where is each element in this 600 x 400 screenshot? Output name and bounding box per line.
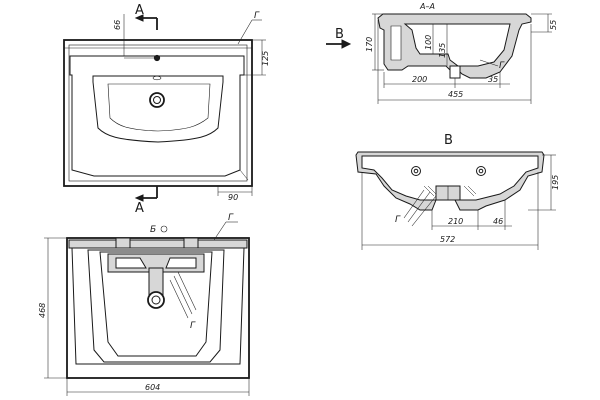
top-view-hatch: [239, 169, 249, 181]
top-view-deck: [69, 55, 245, 177]
section-view: А–А B 170 100 135 55 200 35: [326, 2, 558, 104]
surface-mark-front: Г: [395, 215, 401, 225]
leader-g-section: [479, 59, 499, 67]
front-hatch-4: [467, 185, 477, 195]
dim-35: 35: [488, 75, 498, 84]
leader-g-front-2: [407, 191, 431, 223]
leader-g-bottom-1: [169, 279, 189, 319]
front-hatch-1: [423, 185, 435, 197]
dim-90: 90: [228, 193, 238, 202]
front-view-hole-right-inner: [478, 168, 484, 174]
section-arrow-top: [134, 14, 144, 22]
view-mark-bottom: Б: [150, 225, 156, 235]
dim-55: 55: [549, 20, 558, 30]
front-view: B Г 195 210 46 572: [355, 133, 560, 250]
leader-g-front-1: [403, 189, 425, 219]
surface-mark-bottom-leader: Г: [190, 321, 196, 331]
top-view-overflow: [152, 75, 162, 81]
dim-100: 100: [424, 35, 433, 50]
bottom-view-overflow-slot-right: [165, 257, 197, 269]
front-hatch-3: [463, 185, 475, 197]
dim-46: 46: [493, 217, 503, 226]
view-mark-circle: [160, 225, 168, 233]
top-view-drain: [149, 92, 165, 108]
leader-g-front-3: [411, 195, 437, 227]
view-arrow-head: [341, 39, 352, 49]
surface-mark-top: Г: [254, 11, 260, 21]
leader-g-top: [237, 19, 253, 45]
section-bowl: [403, 23, 511, 67]
section-mark-bottom: A: [135, 201, 144, 216]
bottom-view-outline: [66, 237, 250, 379]
bottom-view-overflow-slot: [115, 257, 147, 269]
dim-468: 468: [38, 303, 47, 318]
front-view-hole-left-inner: [413, 168, 419, 174]
leader-g-bottom-3: [177, 271, 197, 311]
bottom-view: Г Б Г 468 604: [38, 213, 250, 396]
top-view-rim: [68, 44, 248, 182]
bottom-view-rim: [68, 239, 248, 249]
section-title: А–А: [419, 2, 435, 11]
dim-125: 125: [261, 51, 270, 66]
front-view-hole-right: [476, 166, 486, 176]
leader-g-bottom-2: [173, 275, 193, 315]
top-view-bowl: [92, 75, 224, 143]
dim-572: 572: [440, 235, 455, 244]
front-view-title: B: [444, 133, 453, 148]
section-arrow-bottom: [134, 194, 144, 202]
dim-200: 200: [412, 75, 427, 84]
dim-135: 135: [438, 43, 447, 58]
bottom-view-inner: [87, 249, 225, 363]
bottom-view-drain: [147, 291, 165, 309]
section-overflow: [390, 25, 402, 61]
top-view-outline: [63, 39, 253, 187]
top-view-bowl-inner: [107, 83, 211, 132]
leader-g-bottom-top: [213, 221, 227, 241]
dim-195: 195: [551, 175, 560, 190]
dim-604: 604: [145, 383, 160, 392]
surface-mark-section: Г: [499, 61, 505, 71]
section-mark-top: A: [135, 3, 144, 18]
bottom-view-drain-inner: [151, 295, 161, 305]
top-view-drain-inner: [153, 96, 161, 104]
bottom-view-lug-right: [183, 237, 199, 249]
top-view: A A 66 125 Г 90: [63, 3, 270, 216]
front-view-hole-left: [411, 166, 421, 176]
view-arrow-label: B: [335, 27, 344, 42]
dim-170: 170: [365, 37, 374, 52]
section-drain: [449, 65, 461, 79]
bottom-view-bowl: [99, 251, 213, 357]
dim-210: 210: [448, 217, 463, 226]
surface-mark-bottom: Г: [228, 213, 234, 223]
dim-455: 455: [448, 90, 463, 99]
dim-66: 66: [113, 20, 122, 30]
bottom-view-lug-left: [115, 237, 131, 249]
front-hatch-2: [427, 185, 437, 195]
